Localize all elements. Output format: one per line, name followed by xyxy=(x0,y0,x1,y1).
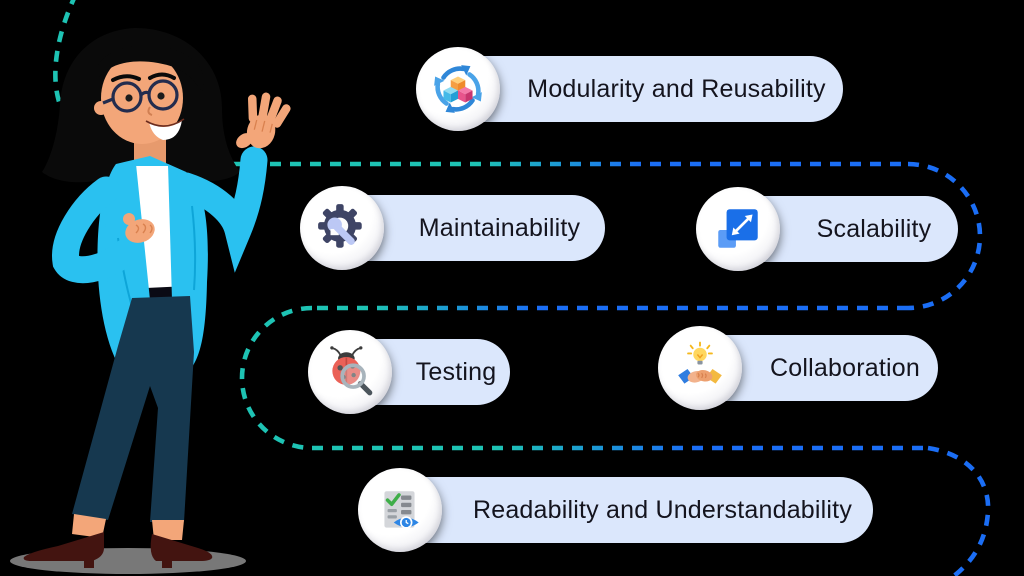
checklist-eye-icon xyxy=(384,491,419,529)
pill-label: Collaboration xyxy=(770,353,920,382)
bug-magnifier-icon xyxy=(330,346,373,396)
right-hand-open xyxy=(236,92,291,149)
eye-clock xyxy=(393,516,419,529)
icon-circle xyxy=(416,47,500,131)
pill-label: Testing xyxy=(415,357,497,386)
pants xyxy=(72,296,194,522)
ear xyxy=(94,101,108,115)
resize-squares-icon xyxy=(718,209,758,248)
hair-fringe xyxy=(98,45,204,92)
smile xyxy=(149,120,182,140)
glasses xyxy=(102,79,179,113)
arc-left xyxy=(239,305,313,451)
icon-circle xyxy=(300,186,384,270)
cubes xyxy=(443,76,473,103)
icon-circle xyxy=(696,187,780,271)
pill-readability: Readability and Understandability xyxy=(374,477,873,543)
pill-modularity: Modularity and Reusability xyxy=(432,56,843,122)
lightbulb xyxy=(687,341,713,365)
arc-head-teal xyxy=(53,0,211,166)
gear-wrench-icon xyxy=(318,204,362,248)
icon-circle xyxy=(658,326,742,410)
heels xyxy=(23,532,213,568)
left-arm-sleeve xyxy=(52,176,140,284)
pill-label: Readability and Understandability xyxy=(472,495,853,524)
pill-label: Modularity and Reusability xyxy=(527,74,826,103)
cycle-cubes-icon xyxy=(434,65,482,113)
magnifier xyxy=(340,363,373,396)
arc-right-bottom xyxy=(927,445,991,576)
pill-label: Scalability xyxy=(816,214,932,243)
pill-label: Maintainability xyxy=(418,213,581,242)
left-hand-fist xyxy=(123,213,155,243)
presenter-woman-illustration xyxy=(10,28,291,574)
wrench xyxy=(327,217,355,245)
handshake-idea-icon xyxy=(678,341,722,384)
handshake xyxy=(678,369,722,384)
right-arm-sleeve xyxy=(172,146,268,273)
icon-circle xyxy=(358,468,442,552)
icon-circle xyxy=(308,330,392,414)
